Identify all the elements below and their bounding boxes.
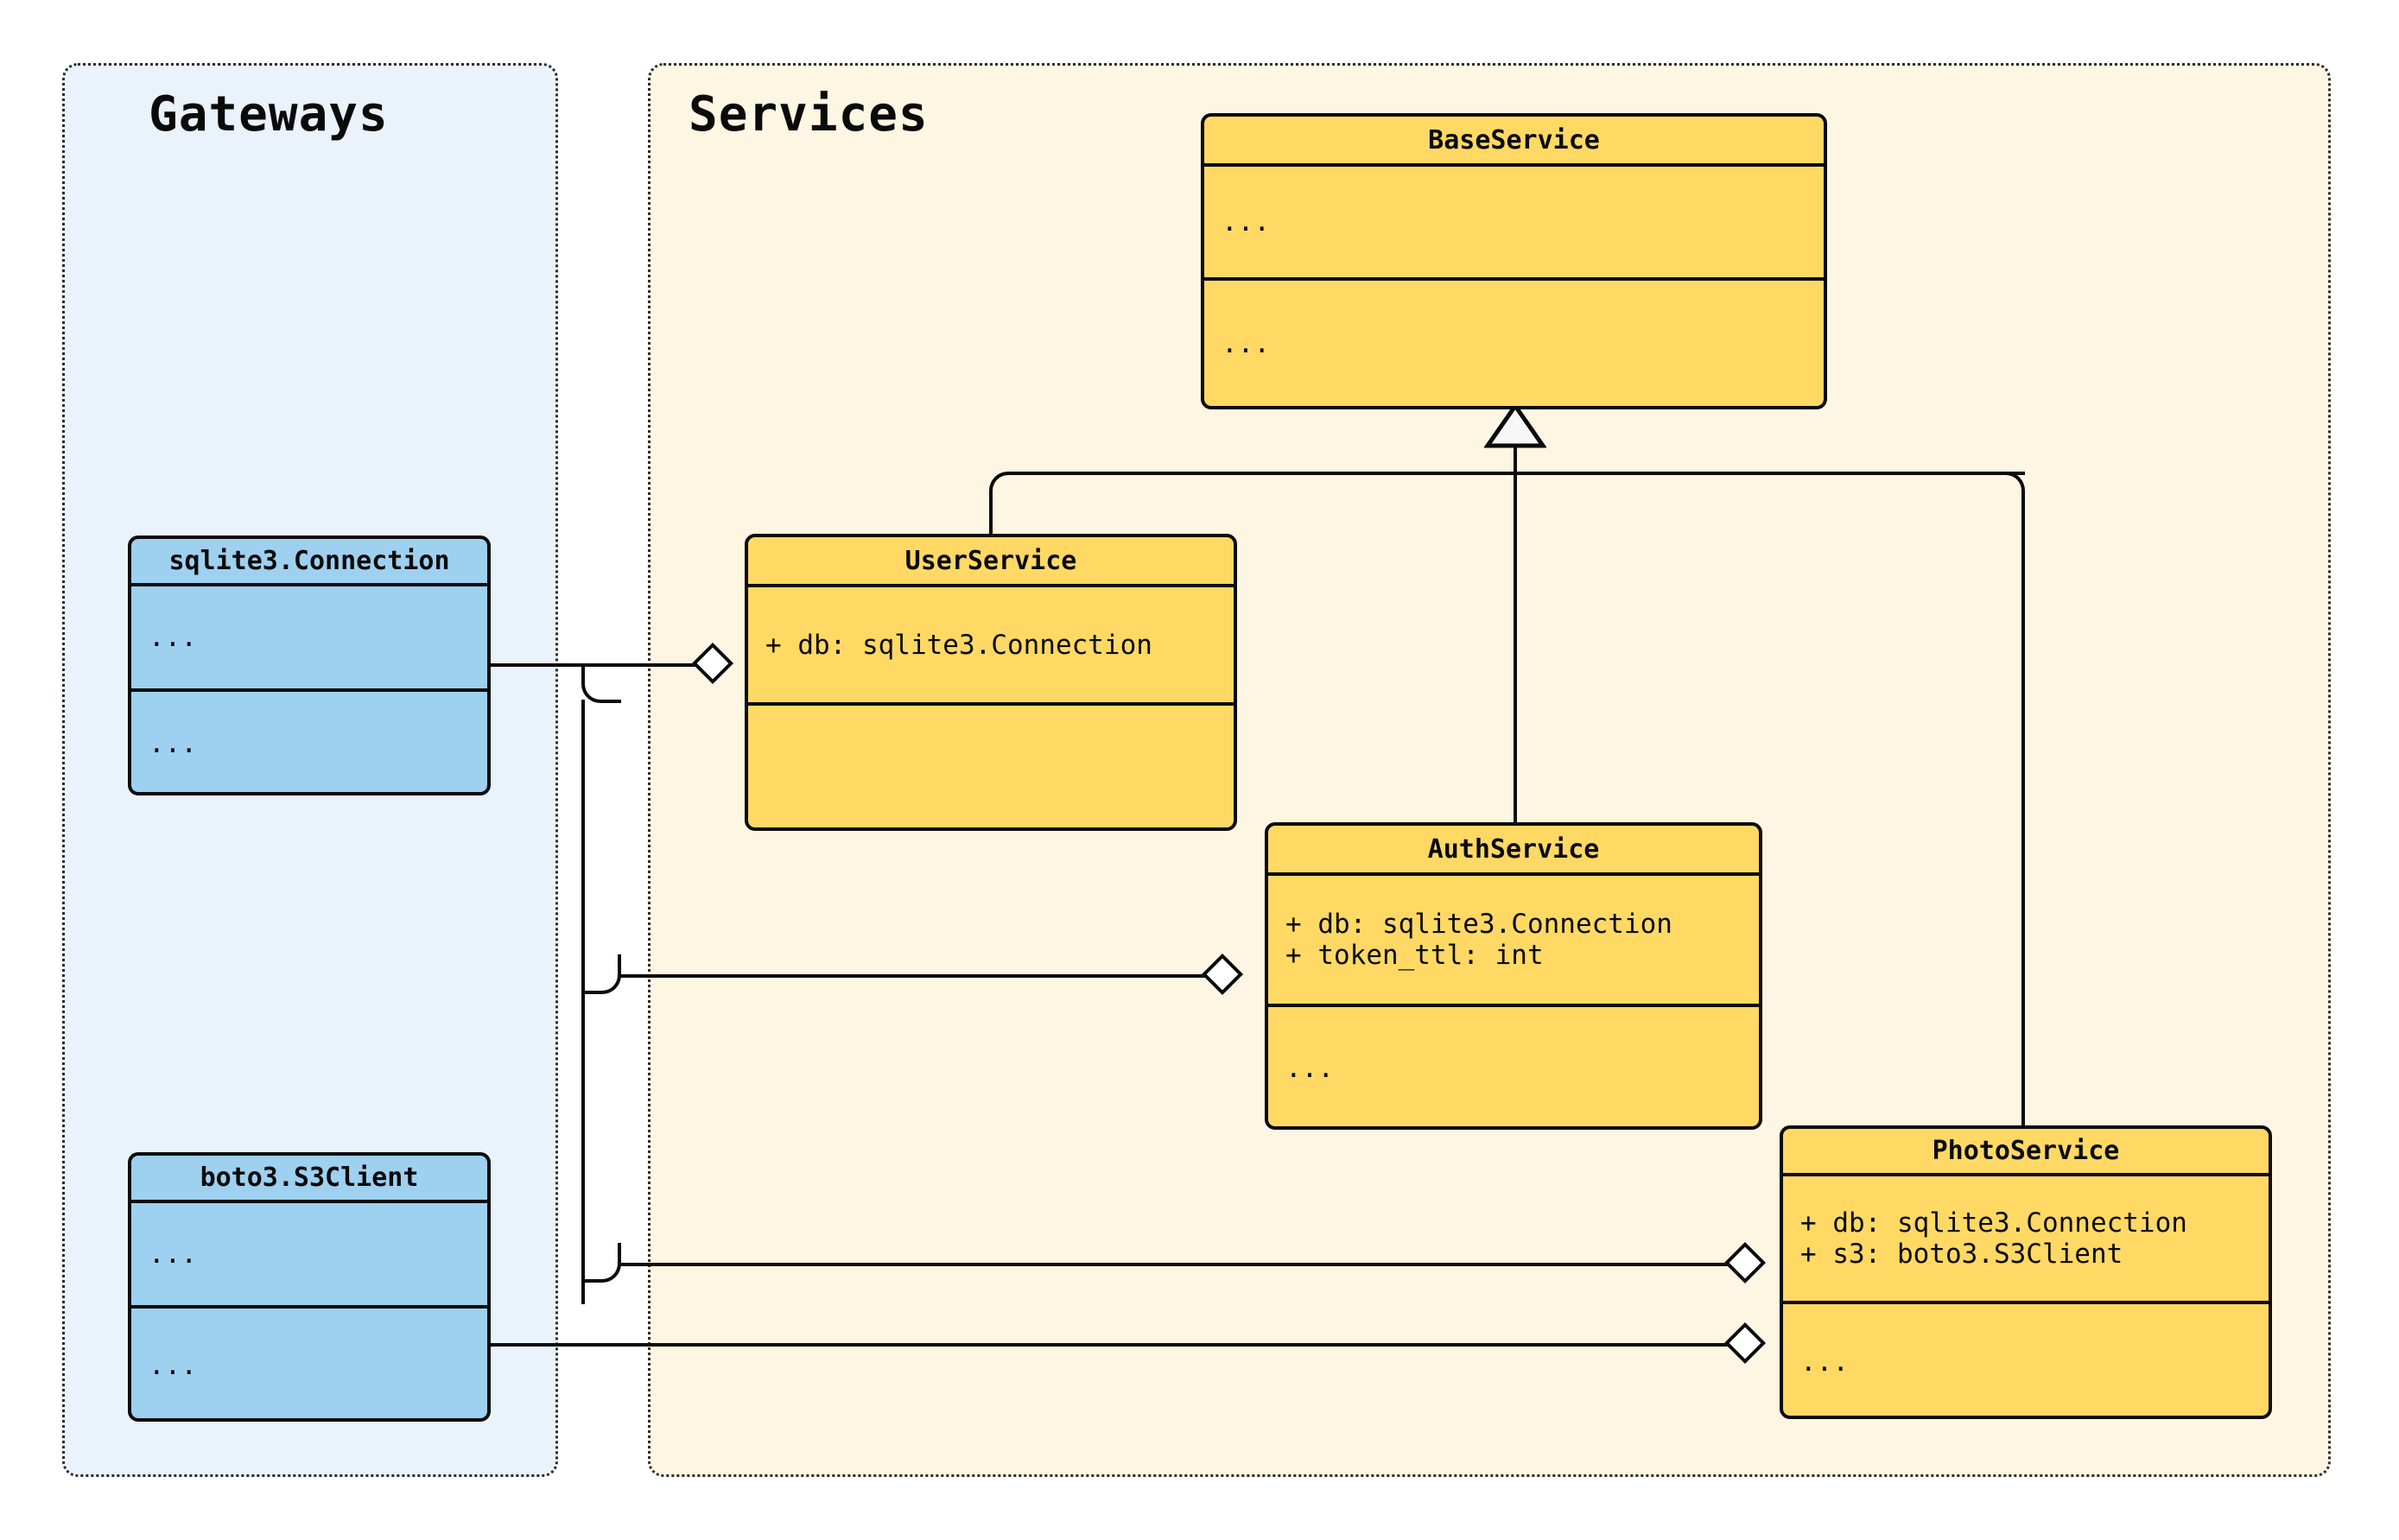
aggregation-line-boto3-to-photoservice — [489, 1343, 1745, 1347]
class-methods-boto3-s3client: ... — [131, 1305, 487, 1418]
package-services-title: Services — [689, 86, 929, 143]
inheritance-triangle-icon — [1484, 404, 1546, 449]
class-attributes-base-service: ... — [1222, 206, 1270, 238]
class-attributes-user-service: + db: sqlite3.Connection — [765, 629, 1152, 661]
class-box-boto3-s3client[interactable]: boto3.S3Client ... ... — [128, 1152, 491, 1422]
class-attributes-boto3-s3client: ... — [149, 1239, 197, 1270]
class-box-base-service[interactable]: BaseService ... ... — [1201, 113, 1827, 409]
class-title-auth-service: AuthService — [1268, 826, 1759, 876]
class-methods-base-service: ... — [1204, 277, 1824, 406]
inheritance-bus — [1009, 472, 2025, 475]
class-methods-sqlite3-connection: ... — [131, 688, 487, 792]
class-title-photo-service: PhotoService — [1783, 1129, 2269, 1176]
class-methods-photo-service: ... — [1783, 1301, 2269, 1416]
class-attribute-line: + db: sqlite3.Connection — [1800, 1207, 2187, 1239]
aggregation-trunk-sqlite — [581, 700, 585, 1304]
class-attributes-photo-service: + db: sqlite3.Connection + s3: boto3.S3C… — [1783, 1176, 2269, 1301]
inheritance-branch-photoservice — [2021, 508, 2025, 1130]
class-attributes-sqlite3-connection: ... — [149, 622, 197, 653]
class-box-user-service[interactable]: UserService + db: sqlite3.Connection — [745, 534, 1237, 831]
class-box-photo-service[interactable]: PhotoService + db: sqlite3.Connection + … — [1780, 1125, 2272, 1419]
aggregation-elbow-sqlite-down — [581, 663, 621, 703]
inheritance-elbow-left — [989, 472, 1029, 511]
class-box-auth-service[interactable]: AuthService + db: sqlite3.Connection + t… — [1265, 822, 1762, 1130]
package-gateways-title: Gateways — [149, 86, 389, 143]
aggregation-line-sqlite-to-photoservice — [618, 1263, 1745, 1266]
class-box-sqlite3-connection[interactable]: sqlite3.Connection ... ... — [128, 536, 491, 795]
class-title-sqlite3-connection: sqlite3.Connection — [131, 539, 487, 586]
class-attribute-line: + s3: boto3.S3Client — [1800, 1239, 2123, 1270]
class-attributes-auth-service: + db: sqlite3.Connection + token_ttl: in… — [1268, 876, 1759, 1004]
aggregation-elbow-photoservice — [581, 1243, 621, 1283]
class-attribute-line: + db: sqlite3.Connection — [1285, 909, 1672, 940]
class-methods-auth-service: ... — [1268, 1004, 1759, 1126]
inheritance-branch-authservice — [1514, 472, 1517, 824]
inheritance-elbow-right — [1985, 472, 2025, 511]
aggregation-elbow-authservice — [581, 954, 621, 994]
aggregation-line-sqlite-to-authservice — [618, 974, 1222, 978]
class-title-base-service: BaseService — [1204, 117, 1824, 167]
inheritance-stem — [1514, 440, 1517, 473]
class-title-boto3-s3client: boto3.S3Client — [131, 1156, 487, 1203]
inheritance-branch-userservice — [989, 508, 993, 537]
class-attribute-line: + token_ttl: int — [1285, 940, 1544, 971]
class-methods-user-service — [748, 702, 1234, 827]
class-title-user-service: UserService — [748, 537, 1234, 587]
aggregation-line-sqlite-to-userservice — [489, 663, 714, 667]
